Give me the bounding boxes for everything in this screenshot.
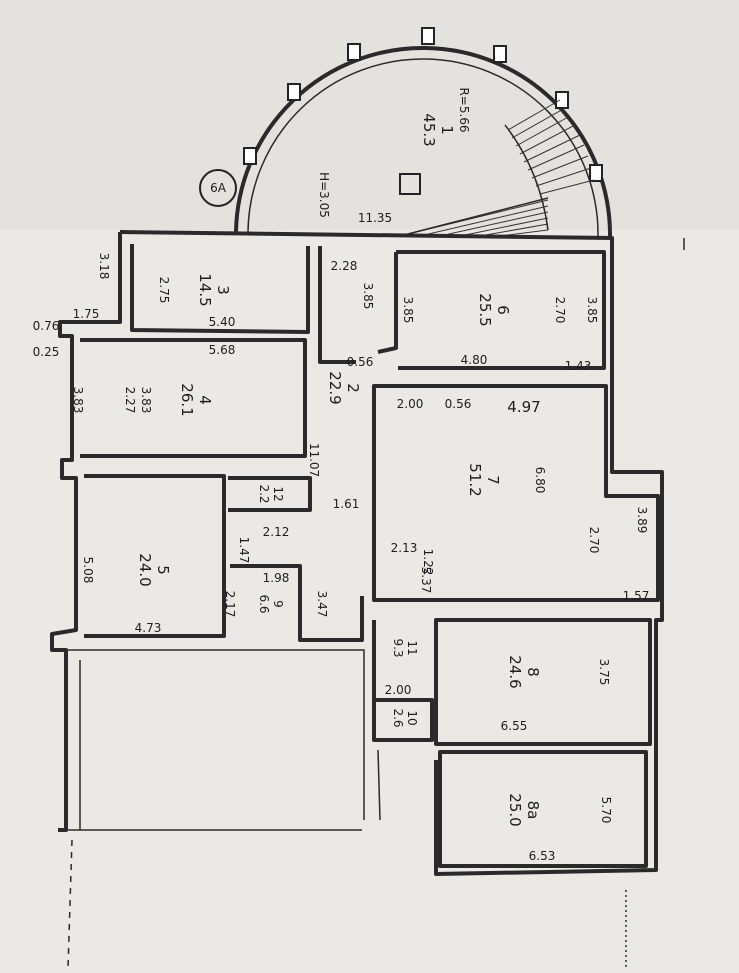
room-6-x: 2.70 [553, 297, 567, 324]
room-12-area: 2.2 [257, 484, 271, 503]
room-6-height2: 3.85 [585, 297, 599, 324]
room-5: 5 24.0 5.08 [81, 553, 172, 586]
room-8-area: 24.6 [506, 655, 524, 688]
dim-6: 2.13 [391, 541, 418, 555]
room-3-number: 3 [214, 285, 232, 295]
room-1-chord: 11.35 [358, 211, 392, 225]
room-2-dim2: 3.85 [361, 283, 375, 310]
dim-9: 1.43 [565, 359, 592, 373]
room-10: 10 2.6 [391, 708, 419, 727]
room-4: 4 26.1 3.83 2.27 3.83 [71, 383, 214, 416]
room-4-height2: 3.83 [71, 387, 85, 414]
dim-0: 3.18 [97, 253, 111, 280]
dim-11: 11.07 [307, 443, 321, 477]
room-1-radius: R=5.66 [457, 87, 471, 132]
room-9-height: 2.17 [223, 591, 237, 618]
room-12-width: 2.12 [263, 525, 290, 539]
room-6-height: 3.85 [401, 297, 415, 324]
room-8a-height: 5.70 [599, 797, 613, 824]
room-8: 8 24.6 3.75 [506, 655, 611, 688]
room-8a-width: 6.53 [529, 849, 556, 863]
room-12: 12 2.2 [257, 484, 285, 503]
room-4-area: 26.1 [178, 383, 196, 416]
interior-walls [66, 244, 660, 868]
room-10-width: 2.00 [385, 683, 412, 697]
room-5-area: 24.0 [136, 553, 154, 586]
room-5-height: 5.08 [81, 557, 95, 584]
room-3-height: 2.75 [157, 277, 171, 304]
room-7-height2: 3.89 [635, 507, 649, 534]
room-3-area: 14.5 [196, 273, 214, 306]
room-8a-area: 25.0 [506, 793, 524, 826]
room-1-area: 45.3 [420, 113, 438, 146]
room-2-number: 2 [344, 383, 362, 393]
room-6-number: 6 [494, 305, 512, 315]
room-12-number: 12 [271, 486, 285, 501]
room-7: 7 51.2 6.80 2.70 3.89 [466, 463, 649, 553]
spiral-stair [399, 99, 595, 237]
room-2-dim3: 0.56 [347, 355, 374, 369]
room-4-number: 4 [196, 395, 214, 405]
dim-2: 0.76 [33, 319, 60, 333]
room-4-width: 5.68 [209, 343, 236, 357]
dim-5: 1.61 [333, 497, 360, 511]
column-mark: 6A [210, 181, 227, 195]
room-7-number: 7 [484, 475, 502, 485]
room-1-number: 1 [438, 125, 456, 135]
room-10-area: 2.6 [391, 708, 405, 727]
room-8-height: 3.75 [597, 659, 611, 686]
room-9-area: 6.6 [257, 594, 271, 613]
room-9-width: 1.98 [263, 571, 290, 585]
room-9-number: 9 [271, 600, 285, 608]
room-6-width: 4.80 [461, 353, 488, 367]
room-3-width: 5.40 [209, 315, 236, 329]
room-8-width: 6.55 [501, 719, 528, 733]
room-8a: 8a 25.0 5.70 [506, 793, 613, 826]
dim-10: 3.47 [315, 591, 329, 618]
dim-8: 1.57 [623, 589, 650, 603]
room-7-height: 6.80 [533, 467, 547, 494]
room-11: 11 9.3 [391, 638, 419, 657]
dim-1: 1.75 [73, 307, 100, 321]
dim-4: 1.47 [237, 537, 251, 564]
room-2-area: 22.9 [326, 371, 344, 404]
room-4-x: 2.27 [123, 387, 137, 414]
room-6: 6 25.5 3.85 2.70 3.85 [401, 293, 599, 326]
dim-7: 1.22 [421, 549, 435, 576]
room-7-width2: 2.00 [397, 397, 424, 411]
room-11-number: 11 [405, 640, 419, 655]
exterior-walls [50, 230, 664, 876]
room-3: 3 14.5 2.75 [157, 273, 232, 306]
room-2: 2 22.9 [326, 371, 362, 404]
room-1-round-hall: 6A 1 45.3 R=5.66 H=3.05 11.35 [199, 27, 613, 239]
room-7-area: 51.2 [466, 463, 484, 496]
room-4-height: 3.83 [139, 387, 153, 414]
room-6-area: 25.5 [476, 293, 494, 326]
dimension-labels: 3.18 1.75 0.76 0.25 1.47 1.61 2.13 1.22 … [33, 253, 650, 618]
room-5-width: 4.73 [135, 621, 162, 635]
room-7-width: 4.97 [507, 398, 540, 416]
room-9: 9 6.6 2.17 [223, 591, 285, 618]
room-8-number: 8 [524, 667, 542, 677]
room-11-area: 9.3 [391, 638, 405, 657]
room-1-height: H=3.05 [317, 172, 331, 218]
dim-12: 0.56 [445, 397, 472, 411]
room-8a-number: 8a [524, 801, 542, 820]
room-5-number: 5 [154, 565, 172, 575]
dim-3: 0.25 [33, 345, 60, 359]
room-11-height: 5.37 [419, 567, 433, 594]
room-7-x: 2.70 [587, 527, 601, 554]
room-10-number: 10 [405, 710, 419, 725]
room-2-dim1: 2.28 [331, 259, 358, 273]
